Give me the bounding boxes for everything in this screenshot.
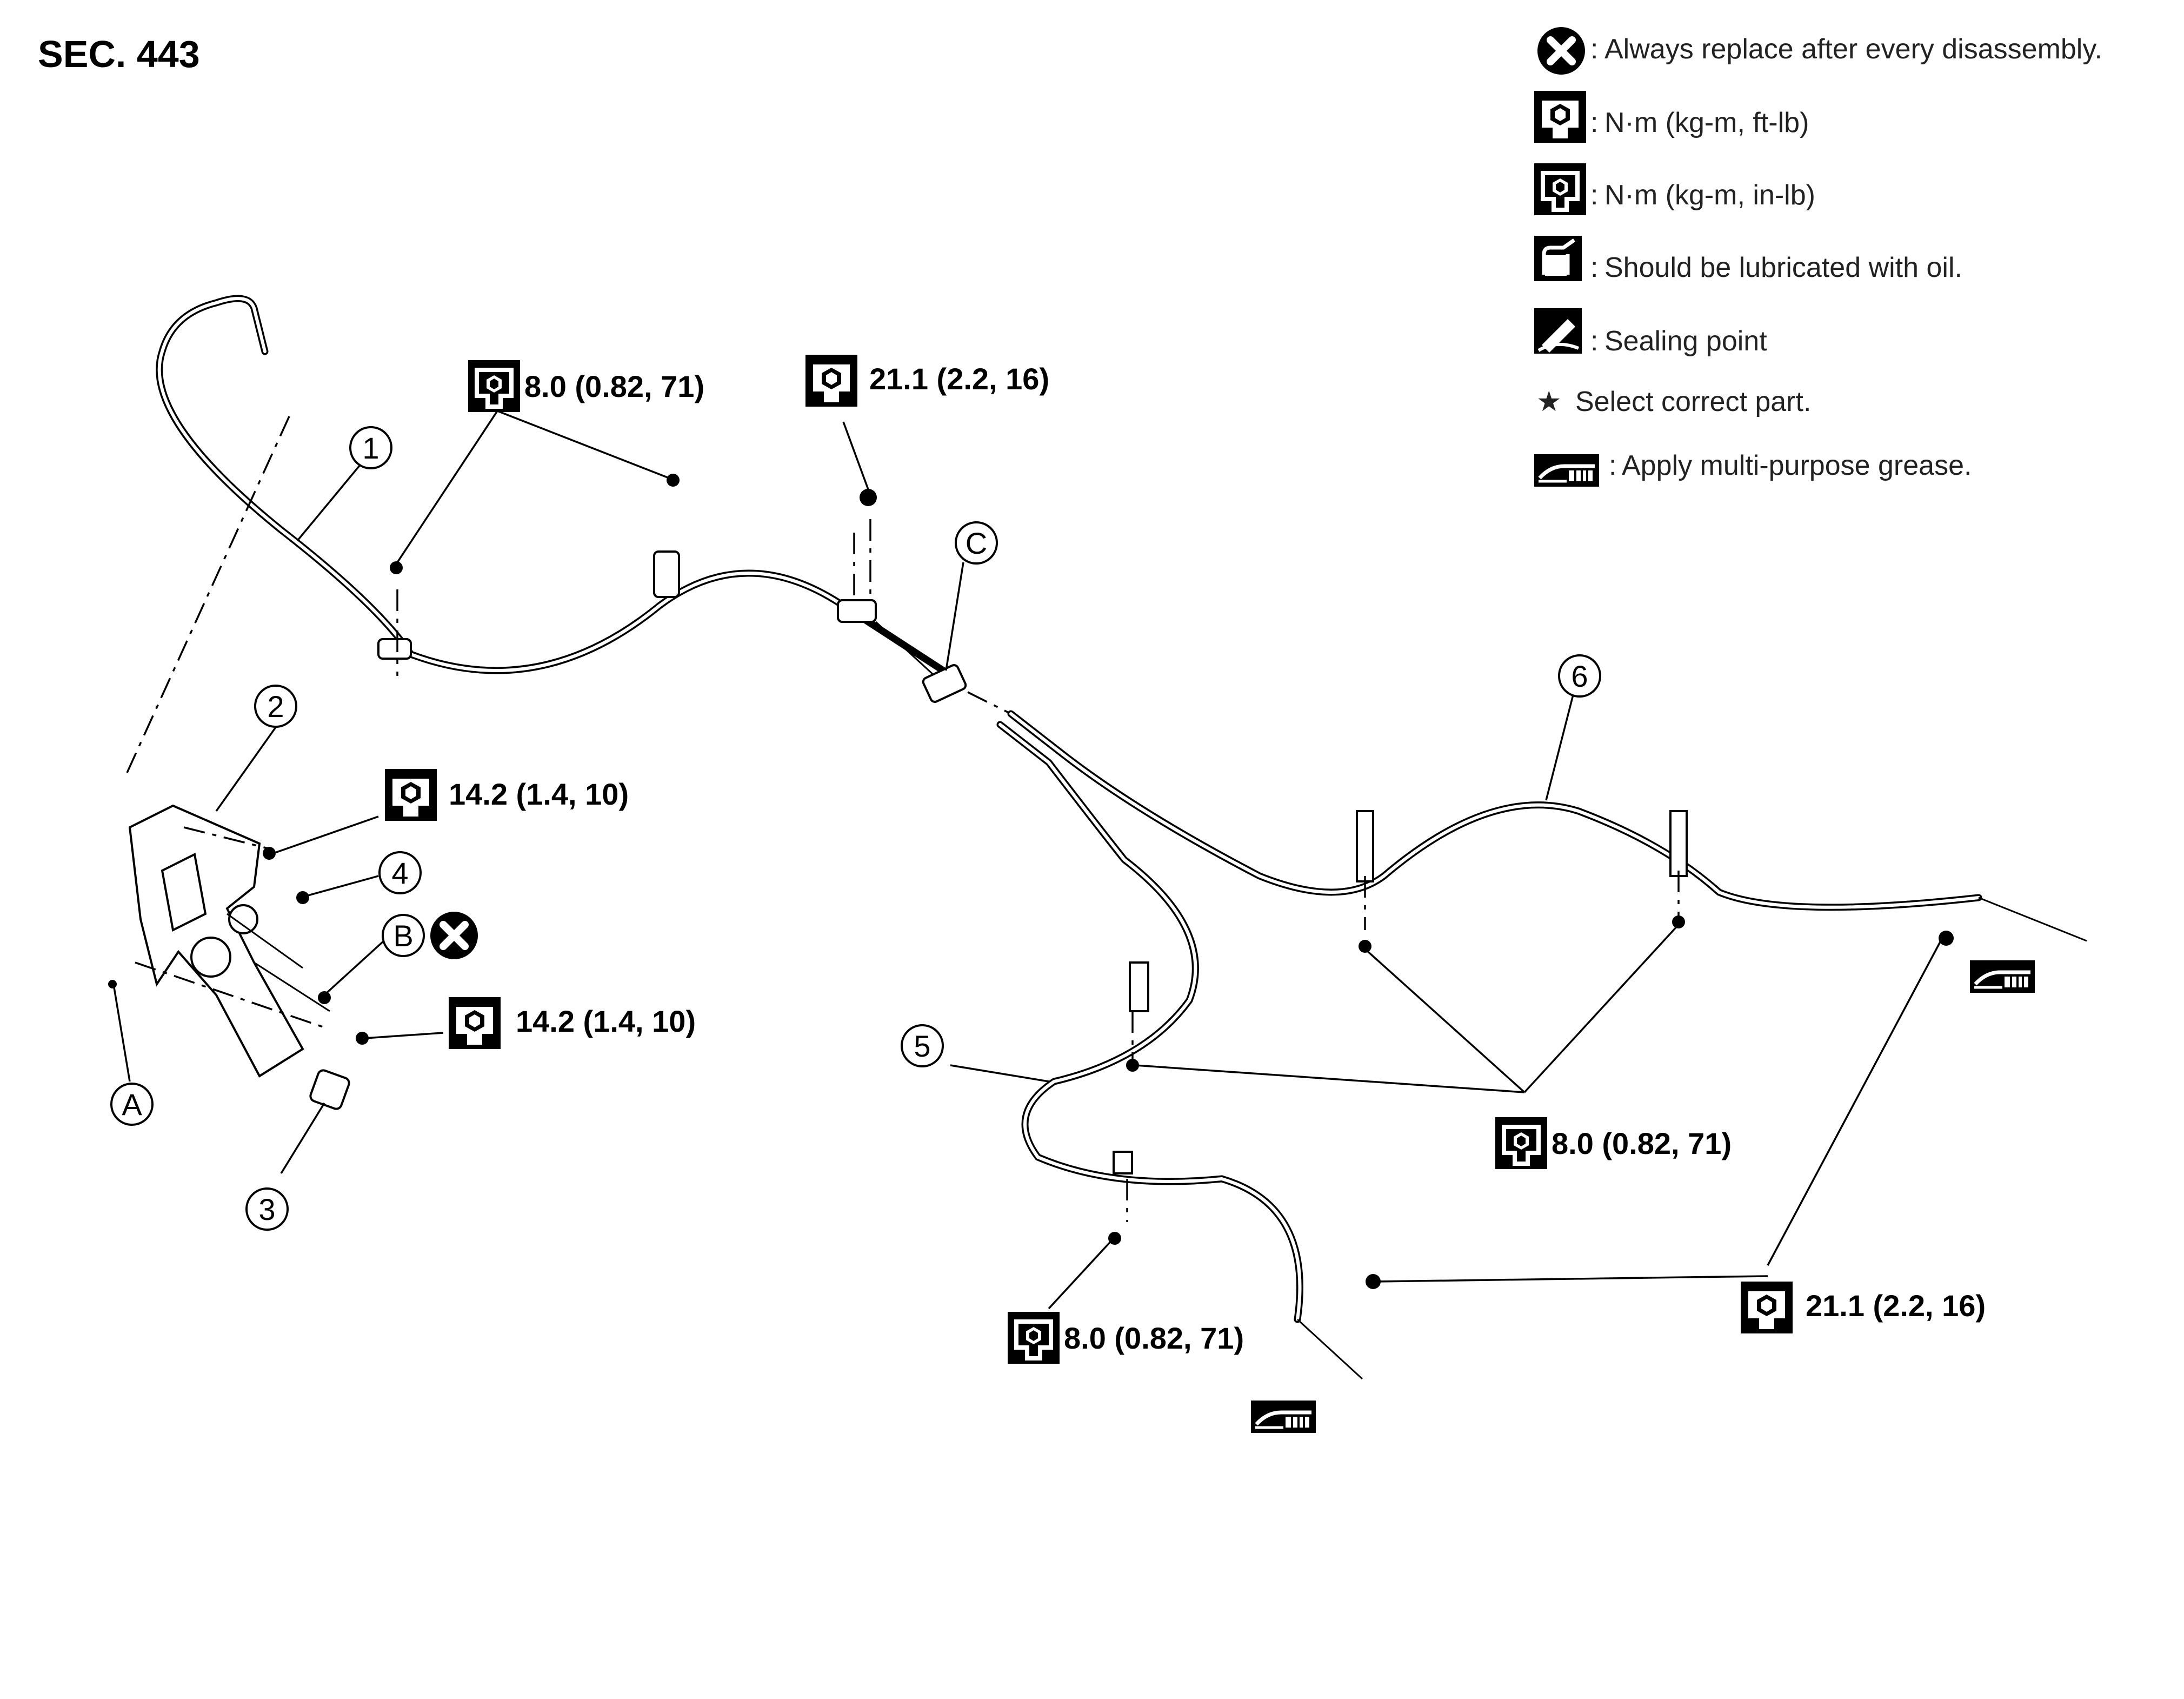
torque-spec-text: 21.1 (2.2, 16)	[1806, 1289, 1986, 1323]
callout-b: B	[382, 912, 478, 959]
legend-lubricate-row: : Should be lubricated with oil.	[1534, 236, 1962, 283]
torque-spec-rear-brackets: 21.1 (2.2, 16)	[1741, 1282, 1986, 1333]
torque-wrench-open-icon	[1741, 1282, 1793, 1333]
torque-spec-text: 21.1 (2.2, 16)	[869, 362, 1049, 396]
torque-spec-pedal-upper: 14.2 (1.4, 10)	[385, 769, 629, 821]
torque-wrench-solid-icon	[1534, 163, 1586, 215]
torque-wrench-open-icon	[805, 355, 857, 407]
legend-torque-inlb-row: : N·m (kg-m, in-lb)	[1534, 163, 1815, 215]
torque-spec-pedal-lower: 14.2 (1.4, 10)	[449, 997, 696, 1049]
callout-3-label: 3	[258, 1192, 275, 1226]
torque-wrench-solid-icon	[468, 360, 520, 412]
torque-spec-lh-clamp: 8.0 (0.82, 71)	[1008, 1312, 1244, 1364]
grease-gun-icon	[1251, 1401, 1316, 1433]
legend-grease-row: : Apply multi-purpose grease.	[1534, 450, 1972, 487]
rear-cable-rh	[1007, 710, 2087, 993]
callout-a: A	[110, 1083, 154, 1126]
sealant-icon	[1534, 308, 1582, 354]
grease-gun-icon	[1534, 454, 1599, 487]
legend-separator: :	[1590, 252, 1598, 283]
torque-wrench-open-icon	[449, 997, 501, 1049]
callout-4: 4	[378, 851, 422, 894]
replace-x-icon	[1537, 27, 1585, 75]
callout-5: 5	[901, 1024, 944, 1067]
torque-spec-text: 8.0 (0.82, 71)	[1552, 1126, 1732, 1160]
parking-brake-pedal-assembly	[108, 804, 369, 1110]
legend-grease-text: Apply multi-purpose grease.	[1622, 450, 1972, 481]
callout-1-label: 1	[362, 431, 379, 465]
callout-2-label: 2	[267, 689, 284, 724]
torque-wrench-open-icon	[1534, 91, 1586, 143]
legend-separator: :	[1590, 326, 1598, 357]
callout-6-label: 6	[1571, 659, 1588, 693]
callout-4-label: 4	[391, 856, 408, 890]
replace-x-icon	[430, 912, 478, 959]
legend-replace-row: : Always replace after every disassembly…	[1537, 27, 2102, 75]
torque-spec-front-bracket: 21.1 (2.2, 16)	[805, 355, 1049, 407]
leader-lines	[112, 410, 1942, 1310]
oil-can-icon	[1534, 236, 1582, 281]
legend-separator: :	[1590, 107, 1598, 138]
callout-6: 6	[1558, 654, 1601, 698]
callout-3: 3	[245, 1187, 289, 1231]
torque-wrench-solid-icon	[1495, 1117, 1547, 1169]
torque-spec-cable1: 8.0 (0.82, 71)	[468, 360, 704, 412]
callout-c: C	[955, 521, 998, 565]
star-icon: ★	[1536, 386, 1562, 417]
legend-sealing-text: Sealing point	[1604, 326, 1767, 357]
torque-spec-text: 8.0 (0.82, 71)	[1064, 1321, 1244, 1355]
legend-replace-text: Always replace after every disassembly.	[1604, 34, 2102, 65]
torque-wrench-open-icon	[385, 769, 437, 821]
legend-torque-ftlb-row: : N·m (kg-m, ft-lb)	[1534, 91, 1809, 143]
legend-torque-inlb-text: N·m (kg-m, in-lb)	[1604, 180, 1815, 211]
equalizer-bracket	[875, 621, 1011, 715]
legend-separator: :	[1609, 450, 1616, 481]
legend-select-row: ★ Select correct part.	[1536, 386, 1811, 417]
legend-separator: :	[1590, 180, 1598, 211]
torque-spec-text: 14.2 (1.4, 10)	[449, 777, 629, 811]
callout-c-label: C	[966, 526, 987, 560]
callout-b-label: B	[393, 919, 413, 953]
callout-2: 2	[254, 685, 297, 728]
legend-torque-ftlb-text: N·m (kg-m, ft-lb)	[1604, 107, 1809, 138]
callout-1: 1	[349, 426, 392, 469]
rear-cable-lh	[996, 721, 1381, 1433]
front-cable	[123, 295, 955, 779]
legend-sealing-row: : Sealing point	[1534, 308, 1767, 357]
torque-spec-text: 8.0 (0.82, 71)	[524, 369, 704, 403]
legend-select-text: Select correct part.	[1575, 386, 1811, 417]
grease-gun-icon	[1970, 960, 2035, 993]
section-label: SEC. 443	[38, 33, 200, 75]
torque-spec-text: 14.2 (1.4, 10)	[516, 1004, 696, 1038]
callout-a-label: A	[122, 1087, 142, 1121]
legend-separator: :	[1590, 34, 1598, 65]
torque-wrench-solid-icon	[1008, 1312, 1060, 1364]
legend-lubricate-text: Should be lubricated with oil.	[1604, 252, 1962, 283]
torque-spec-rear-clamps: 8.0 (0.82, 71)	[1495, 1117, 1732, 1169]
callout-5-label: 5	[914, 1029, 930, 1063]
legend: : Always replace after every disassembly…	[1534, 27, 2102, 487]
